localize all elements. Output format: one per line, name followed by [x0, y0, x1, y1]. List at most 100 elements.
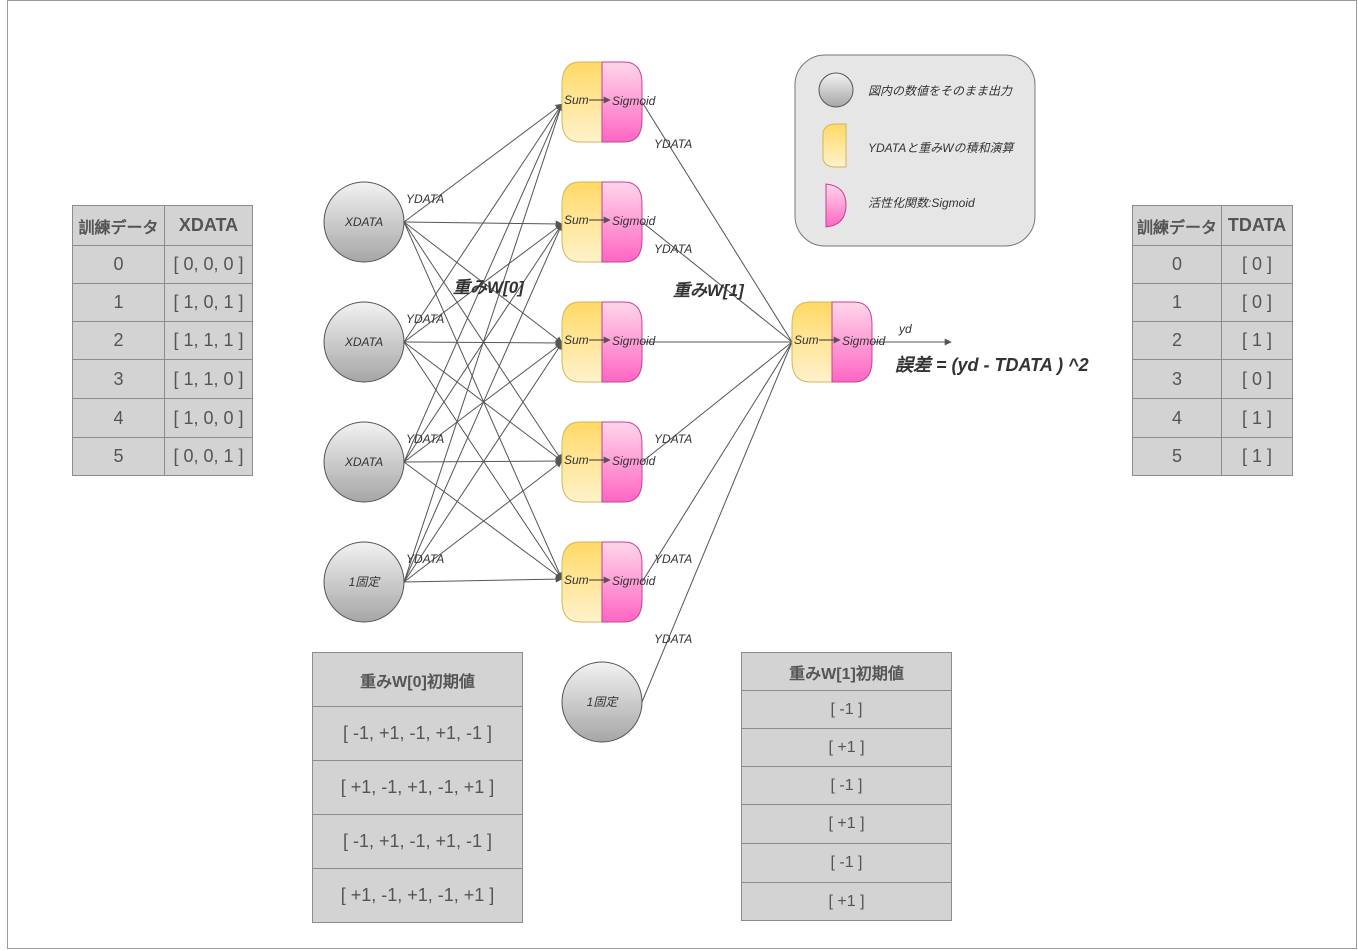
input-node-label: XDATA — [344, 215, 383, 229]
table-row: 1 [ 1, 0, 1 ] — [72, 283, 253, 322]
table-cell-value: [ 1, 1, 1 ] — [164, 321, 253, 360]
edge-input-hidden — [403, 575, 563, 583]
edge-label: YDATA — [654, 242, 692, 256]
table-cell-index: 0 — [72, 245, 165, 284]
edge-label: YDATA — [406, 552, 444, 566]
table-row: 0 [ 0 ] — [1132, 245, 1293, 284]
table-cell-value: [ 0, 0, 1 ] — [164, 437, 253, 476]
sigmoid-label: Sigmoid — [612, 454, 656, 468]
edge-label: YDATA — [406, 192, 444, 206]
hidden-neuron — [561, 301, 643, 383]
sigmoid-half — [601, 541, 643, 623]
table-row: [ -1 ] — [741, 843, 952, 883]
input-node — [323, 181, 405, 263]
sum-label: Sum — [564, 333, 589, 347]
sum-half — [561, 421, 603, 503]
error-formula: 誤差 = (yd - TDATA ) ^2 — [895, 355, 1089, 375]
sum-label: Sum — [794, 333, 819, 347]
output-label: yd — [898, 322, 912, 336]
edge-input-hidden — [403, 103, 564, 583]
sigmoid-label: Sigmoid — [612, 94, 656, 108]
edge-input-hidden — [403, 461, 563, 580]
hidden-bias-node-label: 1固定 — [587, 695, 620, 709]
table-cell-value: [ +1, -1, +1, -1, +1 ] — [312, 760, 523, 815]
table-cell-value: [ 1 ] — [1221, 437, 1293, 476]
table-cell-index: 3 — [1132, 359, 1222, 399]
legend-item-sum: YDATAと重みWの積和演算 — [822, 123, 1016, 168]
sigmoid-label: Sigmoid — [612, 574, 656, 588]
sigmoid-half — [831, 301, 873, 383]
edge-input-hidden — [403, 221, 563, 580]
legend-item-sigmoid: 活性化関数:Sigmoid — [825, 183, 975, 228]
edge-input-hidden — [403, 341, 563, 580]
table-row: 5 [ 0, 0, 1 ] — [72, 437, 253, 476]
input-node — [323, 301, 405, 383]
training-xdata-table: 訓練データ XDATA 0 [ 0, 0, 0 ] 1 [ 1, 0, 1 ] … — [72, 205, 253, 476]
table-cell-value: [ -1 ] — [741, 843, 952, 883]
edge-label: YDATA — [654, 432, 692, 446]
input-node — [323, 421, 405, 503]
sigmoid-half — [601, 181, 643, 263]
table-row: [ +1 ] — [741, 804, 952, 844]
table-row: [ +1, -1, +1, -1, +1 ] — [312, 868, 523, 923]
edge-label: YDATA — [654, 632, 692, 646]
table-cell-value: [ -1, +1, -1, +1, -1 ] — [312, 814, 523, 869]
legend-label: YDATAと重みWの積和演算 — [868, 141, 1016, 155]
table-row: 2 [ 1, 1, 1 ] — [72, 321, 253, 360]
table-cell-index: 1 — [72, 283, 165, 322]
table-cell-value: [ 0 ] — [1221, 283, 1293, 322]
sum-half — [561, 181, 603, 263]
output-neuron — [791, 301, 873, 383]
edge-input-hidden — [403, 457, 563, 465]
edge-label: YDATA — [654, 137, 692, 151]
legend-label: 活性化関数:Sigmoid — [868, 196, 975, 210]
edge-label: YDATA — [654, 552, 692, 566]
table-cell-index: 1 — [1132, 283, 1222, 322]
table-row: 4 [ 1, 0, 0 ] — [72, 398, 253, 438]
sigmoid-half — [601, 421, 643, 503]
hidden-neuron — [561, 421, 643, 503]
edge-hidden-output — [641, 341, 793, 583]
input-node — [323, 541, 405, 623]
edge-input-hidden — [403, 341, 563, 462]
table-row: 5 [ 1 ] — [1132, 437, 1293, 476]
weight1-label: 重みW[1] — [673, 281, 745, 300]
sum-half — [561, 301, 603, 383]
input-node-label: XDATA — [344, 335, 383, 349]
table-row: 2 [ 1 ] — [1132, 321, 1293, 360]
table-row: [ +1 ] — [741, 882, 952, 921]
edge-input-hidden — [403, 342, 563, 583]
table-cell-index: 3 — [72, 359, 165, 399]
edge-hidden-output — [641, 101, 793, 343]
edge-input-hidden — [403, 103, 563, 343]
table-cell-index: 5 — [1132, 437, 1222, 476]
table-cell-index: 2 — [72, 321, 165, 360]
table-row: 3 [ 0 ] — [1132, 359, 1293, 399]
sum-half — [561, 61, 603, 143]
table-cell-value: [ 1, 0, 1 ] — [164, 283, 253, 322]
sum-label: Sum — [564, 573, 589, 587]
edge-bias-output — [641, 341, 793, 703]
hidden-neuron — [561, 181, 643, 263]
table-row: [ +1, -1, +1, -1, +1 ] — [312, 760, 523, 815]
sigmoid-half — [601, 301, 643, 383]
table-cell-value: [ 0 ] — [1221, 245, 1293, 284]
table-cell-value: [ 1, 1, 0 ] — [164, 359, 253, 399]
table-cell-value: [ +1 ] — [741, 728, 952, 767]
table-cell-value: [ +1 ] — [741, 804, 952, 844]
edge-input-hidden — [403, 460, 563, 583]
sum-half — [791, 301, 833, 383]
sigmoid-label: Sigmoid — [842, 334, 886, 348]
input-node-label: XDATA — [344, 455, 383, 469]
legend-label: 図内の数値をそのまま出力 — [868, 84, 1013, 98]
edge-input-hidden — [403, 223, 563, 583]
table-header-cell: 重みW[1]初期値 — [741, 652, 952, 691]
sum-label: Sum — [564, 453, 589, 467]
edge-input-hidden — [403, 103, 563, 223]
canvas-frame — [7, 0, 1357, 949]
sum-half — [561, 541, 603, 623]
table-header-row: 重みW[1]初期値 — [741, 652, 952, 691]
sum-label: Sum — [564, 213, 589, 227]
edge-label: YDATA — [406, 432, 444, 446]
